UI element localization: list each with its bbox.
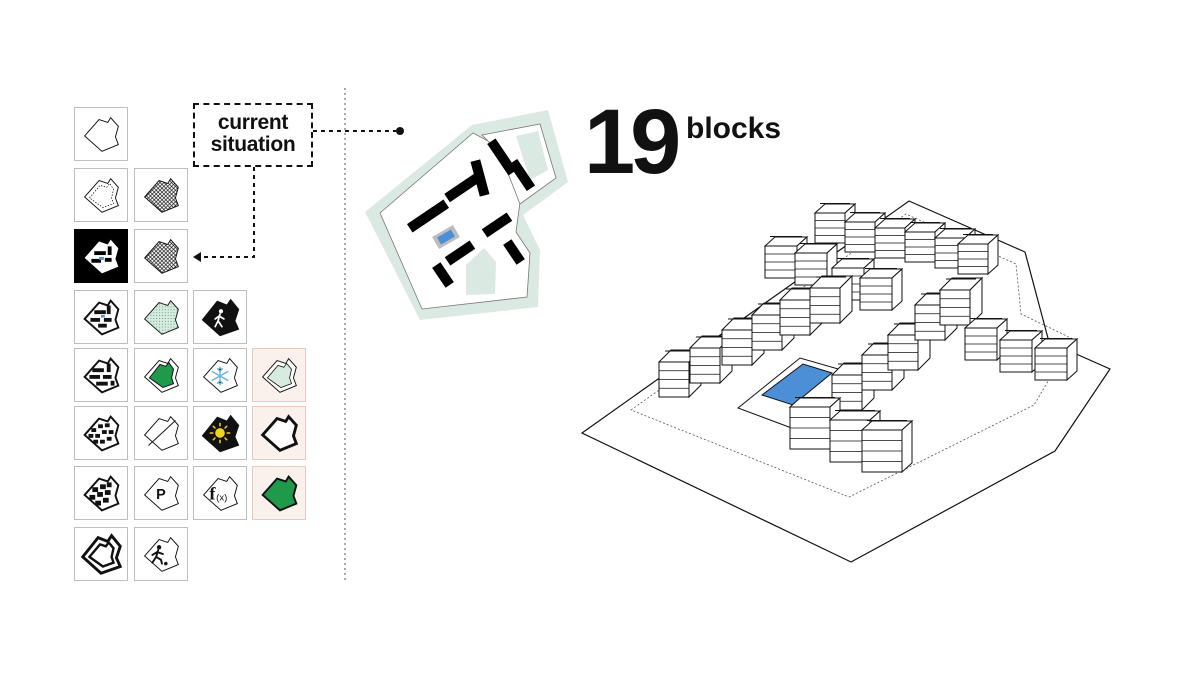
building-block-top-0: [813, 202, 857, 245]
block-grid-icon[interactable]: [74, 406, 128, 460]
green-dotted-area-icon[interactable]: [134, 290, 188, 344]
setback-outline-icon[interactable]: [74, 168, 128, 222]
callout-line-2: situation: [210, 133, 296, 156]
block-count-unit: blocks: [686, 112, 782, 145]
block-grid-alt-icon[interactable]: [74, 466, 128, 520]
pedestrian-icon[interactable]: [193, 290, 247, 344]
function-icon[interactable]: f(x): [193, 466, 247, 520]
block-layout-dense-icon[interactable]: [74, 348, 128, 402]
building-block-top-5: [956, 233, 1000, 276]
building-block-center-4: [938, 276, 984, 327]
sun-icon[interactable]: [193, 406, 247, 460]
green-outline-icon[interactable]: [252, 348, 306, 402]
function-letter: f: [209, 484, 216, 504]
snowflake-icon[interactable]: [193, 348, 247, 402]
block-count: 19: [584, 91, 681, 193]
grid-hatch-icon[interactable]: [134, 229, 188, 283]
bold-outline-icon[interactable]: [252, 406, 306, 460]
function-argument: (x): [216, 493, 227, 504]
block-layout-icon[interactable]: [74, 290, 128, 344]
site-outline-icon[interactable]: [74, 107, 128, 161]
callout-line-1: current: [217, 111, 289, 134]
parking-icon[interactable]: P: [134, 466, 188, 520]
building-block-upper-3: [858, 267, 904, 312]
current-situation-plan: [365, 110, 568, 320]
grid-hatch-icon[interactable]: [134, 168, 188, 222]
double-outline-icon[interactable]: [74, 527, 128, 581]
green-park-icon[interactable]: [134, 348, 188, 402]
building-block-right-1: [998, 329, 1044, 374]
parking-letter: P: [156, 487, 166, 503]
plan-connector: [313, 127, 404, 135]
building-block-bottom-2: [860, 419, 914, 474]
building-block-right-2: [1033, 337, 1079, 382]
axonometric-proposal: [580, 200, 1111, 563]
football-player-icon[interactable]: [134, 527, 188, 581]
tile-connector-arrow: [193, 167, 255, 262]
current-situation-inverted-icon[interactable]: [74, 229, 128, 283]
current-situation-callout: current situation: [193, 103, 313, 167]
swimming-pool: [760, 363, 834, 406]
green-filled-site-icon[interactable]: [252, 466, 306, 520]
building-block-left-5: [808, 274, 854, 325]
diagonal-line-icon[interactable]: [134, 406, 188, 460]
